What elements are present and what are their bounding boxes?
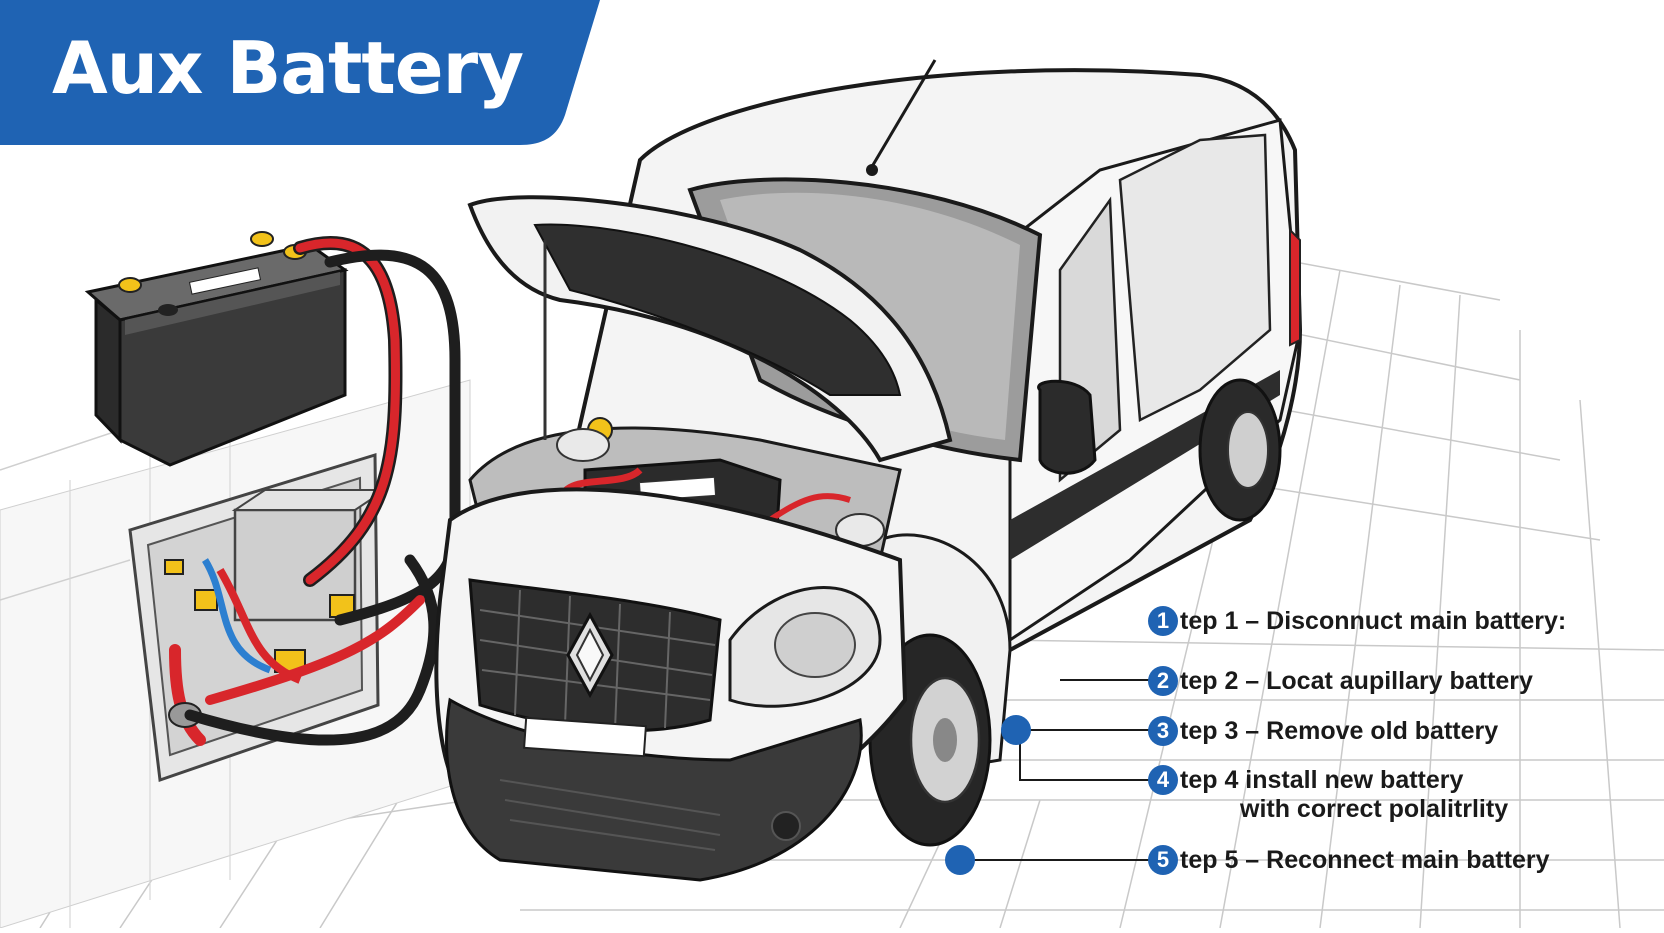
step-label: tep 5 – Reconnect main battery [1180, 846, 1550, 874]
callout-leaders [960, 679, 1150, 861]
callout-dot [945, 845, 975, 875]
van-icon [434, 59, 1303, 882]
step-number-badge: 4 [1148, 765, 1178, 795]
step-2: 2 tep 2 – Locat aupillary battery [1148, 666, 1533, 696]
cables [184, 236, 461, 746]
page-title: Aux Battery [52, 26, 524, 110]
battery-icon [84, 231, 349, 467]
step-number-badge: 1 [1148, 606, 1178, 636]
step-4-label-line-2: with correct polalitrlity [1240, 795, 1509, 823]
step-number-badge: 2 [1148, 666, 1178, 696]
step-number-badge: 3 [1148, 716, 1178, 746]
step-5: 5 tep 5 – Reconnect main battery [1148, 845, 1550, 875]
title-banner [0, 0, 600, 145]
step-label: tep 3 – Remove old battery [1180, 717, 1499, 745]
garage-wall [0, 359, 471, 929]
step-number-badge: 5 [1148, 845, 1178, 875]
callout-dot [1001, 715, 1031, 745]
step-1: 1 tep 1 – Disconnuct main battery: [1148, 606, 1566, 636]
step-3: 3 tep 3 – Remove old battery [1148, 716, 1498, 746]
step-4: 4 tep 4 install new battery [1148, 765, 1463, 795]
step-label: tep 1 – Disconnuct main battery: [1180, 607, 1567, 635]
step-label: tep 4 install new battery [1180, 766, 1464, 794]
step-label: tep 2 – Locat aupillary battery [1180, 667, 1533, 695]
